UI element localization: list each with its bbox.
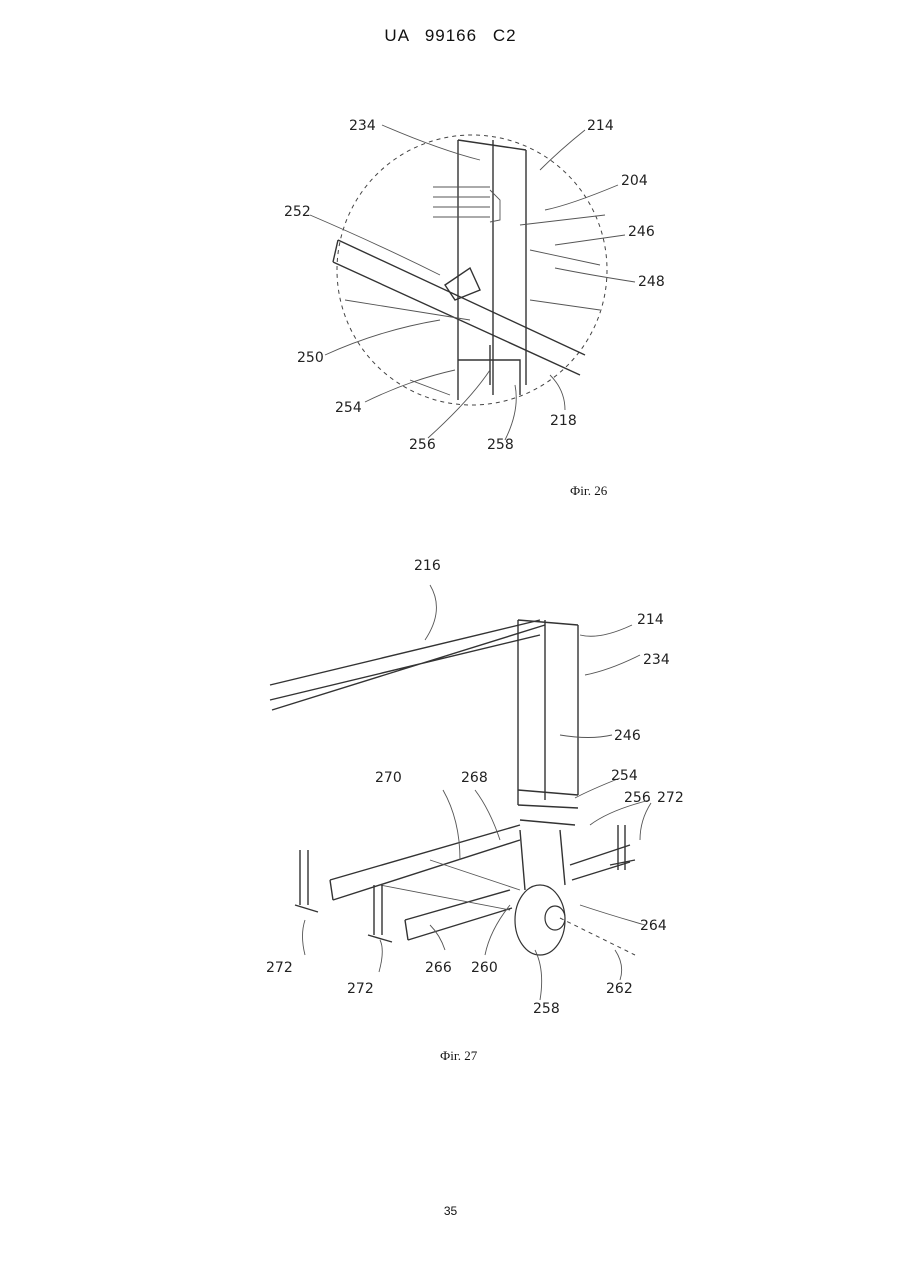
arm-266: [405, 890, 512, 940]
leader-lines: [310, 125, 635, 440]
label-260: 260: [471, 960, 498, 976]
wheel-bracket: [520, 830, 565, 890]
label-254: 254: [335, 400, 362, 416]
label-234: 234: [349, 118, 376, 134]
label-246: 246: [628, 224, 655, 240]
label-270: 270: [375, 770, 402, 786]
label-272-right: 272: [657, 790, 684, 806]
label-256: 256: [409, 437, 436, 453]
label-216: 216: [414, 558, 441, 574]
label-250: 250: [297, 350, 324, 366]
page-number: 35: [0, 1204, 901, 1218]
label-266: 266: [425, 960, 452, 976]
label-268: 268: [461, 770, 488, 786]
label-246: 246: [614, 728, 641, 744]
label-258: 258: [487, 437, 514, 453]
label-214: 214: [637, 612, 664, 628]
label-258: 258: [533, 1001, 560, 1017]
sleeve-254: [518, 790, 578, 825]
label-218: 218: [550, 413, 577, 429]
sleeve-256: [458, 345, 520, 395]
label-272-left: 272: [266, 960, 293, 976]
label-254: 254: [611, 768, 638, 784]
rail-216: [270, 620, 545, 710]
upright-272-mid: [368, 885, 392, 942]
rail-218: [333, 240, 585, 375]
wheel-hub: [545, 906, 565, 930]
upright-272-left: [295, 850, 318, 912]
leader-lines: [303, 585, 652, 1000]
figure-26-caption: Фіг. 26: [570, 483, 607, 499]
axis-262: [560, 918, 635, 955]
arm-268: [330, 825, 520, 900]
label-234: 234: [643, 652, 670, 668]
clamp: [433, 187, 500, 222]
label-214: 214: [587, 118, 614, 134]
label-248: 248: [638, 274, 665, 290]
label-272-mid: 272: [347, 981, 374, 997]
label-204: 204: [621, 173, 648, 189]
label-264: 264: [640, 918, 667, 934]
figure-26-drawing: 234 214 204 252 246 248 250 254 256 258 …: [0, 0, 901, 470]
figure-27-caption: Фіг. 27: [440, 1048, 477, 1064]
label-256: 256: [624, 790, 651, 806]
label-252: 252: [284, 204, 311, 220]
label-262: 262: [606, 981, 633, 997]
post-214: [518, 620, 578, 805]
crossbar-270: [380, 860, 520, 910]
bracket-252: [445, 268, 480, 300]
figure-27-drawing: 216 214 234 246 270 268 254 256 272 272 …: [0, 540, 901, 1100]
